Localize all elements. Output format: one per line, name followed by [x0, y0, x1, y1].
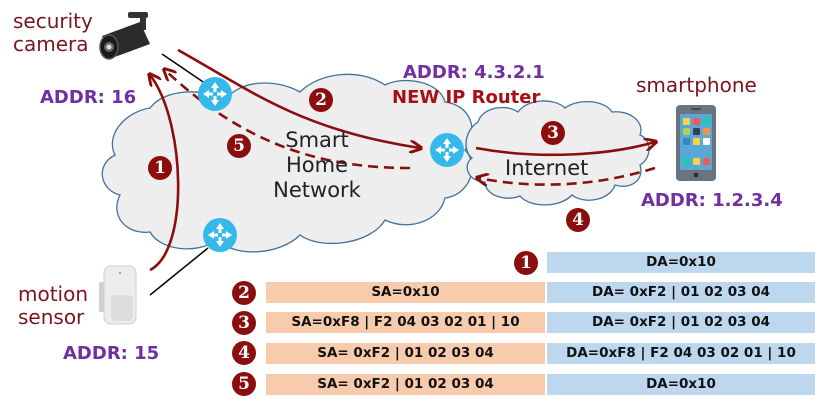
- arrow-step-1: [150, 75, 180, 272]
- cloud-label-line2: Home: [285, 153, 348, 177]
- da-cell: DA=0x10: [547, 252, 815, 273]
- camera-label: security camera: [13, 10, 93, 56]
- step-marker-4: 4: [566, 208, 590, 232]
- security-camera-icon: [99, 12, 150, 60]
- row-step-marker: 3: [232, 311, 256, 335]
- sensor-label: motion sensor: [18, 283, 88, 329]
- da-cell: DA=0xF8 | F2 04 03 02 01 | 10: [547, 343, 815, 364]
- router-name: NEW IP Router: [392, 87, 541, 108]
- router-icon: [203, 218, 237, 252]
- arrow-step-2: [177, 48, 420, 148]
- arrow-step-3: [475, 142, 655, 157]
- smart-home-cloud: [101, 73, 473, 253]
- step-marker-1: 1: [148, 156, 172, 180]
- motion-sensor-icon: [99, 265, 137, 325]
- row-step-marker: 2: [232, 281, 256, 305]
- step-marker-2: 2: [309, 88, 333, 112]
- phone-address: ADDR: 1.2.3.4: [641, 190, 783, 211]
- row-step-marker: 4: [232, 341, 256, 365]
- internet-cloud: [465, 100, 650, 206]
- new-ip-router-icon: [430, 133, 464, 167]
- cloud-label-line3: Network: [273, 178, 361, 202]
- internet-label: Internet: [505, 156, 589, 180]
- sa-cell: SA=0xF8 | F2 04 03 02 01 | 10: [266, 312, 545, 333]
- sensor-link: [149, 247, 209, 296]
- camera-label-line1: security: [13, 9, 93, 33]
- step-marker-5: 5: [227, 134, 251, 158]
- da-cell: DA=0x10: [547, 374, 815, 395]
- smartphone-icon: [676, 105, 716, 181]
- cloud-label-line1: Smart: [285, 128, 349, 152]
- smart-home-network-label: Smart Home Network: [262, 128, 372, 203]
- sensor-label-line1: motion: [18, 282, 89, 306]
- arrow-step-4: [478, 166, 656, 185]
- sensor-address: ADDR: 15: [63, 343, 160, 364]
- phone-label: smartphone: [636, 73, 757, 97]
- camera-label-line2: camera: [13, 32, 89, 56]
- da-cell: DA= 0xF2 | 01 02 03 04: [547, 282, 815, 303]
- row-step-marker: 5: [232, 372, 256, 396]
- sa-cell: SA=0x10: [266, 282, 545, 303]
- da-cell: DA= 0xF2 | 01 02 03 04: [547, 312, 815, 333]
- sensor-label-line2: sensor: [18, 305, 85, 329]
- sa-cell: SA= 0xF2 | 01 02 03 04: [266, 343, 545, 364]
- camera-address: ADDR: 16: [40, 87, 137, 108]
- router-address: ADDR: 4.3.2.1: [403, 62, 545, 83]
- router-icon: [198, 77, 232, 111]
- arrow-step-5: [165, 70, 411, 170]
- sa-cell: SA= 0xF2 | 01 02 03 04: [266, 374, 545, 395]
- step-marker-3: 3: [541, 121, 565, 145]
- row-step-marker: 1: [514, 251, 538, 275]
